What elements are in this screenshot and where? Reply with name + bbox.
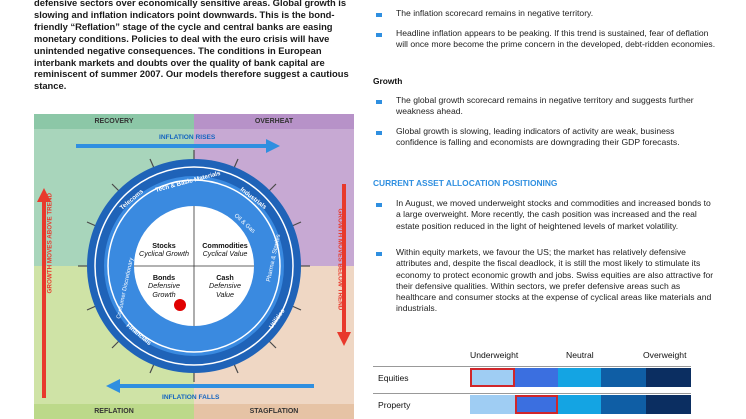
commodities-cell: Commodities Cyclical Value bbox=[196, 241, 254, 259]
growth-above-trend-label: GROWTH MOVES ABOVE TREND bbox=[46, 192, 54, 294]
stocks-cell: Stocks Cyclical Growth bbox=[136, 241, 192, 259]
investment-clock-diagram: RECOVERY OVERHEAT REFLATION STAGFLATION bbox=[34, 114, 354, 419]
growth-bullet-1: The global growth scorecard remains in n… bbox=[396, 95, 694, 117]
clock-graphic: Telecoms Tech & Basic Materials Industri… bbox=[37, 139, 351, 398]
bonds-subtitle-1: Defensive bbox=[148, 281, 180, 291]
position-segment bbox=[601, 395, 646, 414]
bullet-marker bbox=[376, 131, 382, 135]
position-segment bbox=[558, 395, 601, 414]
position-segment bbox=[558, 368, 601, 387]
overheat-label: OVERHEAT bbox=[194, 114, 354, 129]
allocation-bullet-2: Within equity markets, we favour the US;… bbox=[396, 247, 714, 314]
scale-neutral: Neutral bbox=[566, 350, 594, 360]
bullet-marker bbox=[376, 33, 382, 37]
stagflation-label: STAGFLATION bbox=[194, 404, 354, 419]
position-segment bbox=[646, 395, 691, 414]
stocks-subtitle: Cyclical Growth bbox=[139, 249, 189, 259]
reflation-label: REFLATION bbox=[34, 404, 194, 419]
intro-text-block: defensive sectors over economically sens… bbox=[34, 0, 364, 92]
bonds-cell: Bonds Defensive Growth bbox=[136, 273, 192, 299]
growth-bullet-2: Global growth is slowing, leading indica… bbox=[396, 126, 680, 148]
position-segment bbox=[601, 368, 646, 387]
inflation-bullet-1: The inflation scorecard remains in negat… bbox=[396, 8, 594, 18]
scale-underweight: Underweight bbox=[470, 350, 519, 360]
allocation-heading: CURRENT ASSET ALLOCATION POSITIONING bbox=[373, 178, 558, 188]
cash-cell: Cash Defensive Value bbox=[196, 273, 254, 299]
recovery-label: RECOVERY bbox=[34, 114, 194, 129]
bullet-marker bbox=[376, 13, 382, 17]
bonds-subtitle-2: Growth bbox=[152, 289, 176, 299]
allocation-bullet-1: In August, we moved underweight stocks a… bbox=[396, 198, 711, 231]
commodities-subtitle: Cyclical Value bbox=[202, 249, 248, 259]
growth-below-trend-label: GROWTH MOVES BELOW TREND bbox=[336, 208, 344, 311]
row-divider bbox=[373, 393, 691, 394]
scale-overweight: Overweight bbox=[643, 350, 687, 360]
position-segment bbox=[515, 395, 558, 414]
growth-heading: Growth bbox=[373, 76, 403, 86]
bonds-title: Bonds bbox=[152, 273, 176, 282]
row-label-property: Property bbox=[378, 400, 411, 410]
inflation-bullet-2: Headline inflation appears to be peaking… bbox=[396, 28, 716, 50]
intro-paragraph: defensive sectors over economically sens… bbox=[34, 0, 349, 92]
bullet-marker bbox=[376, 203, 382, 207]
current-position-marker bbox=[174, 299, 186, 311]
position-segment bbox=[515, 368, 558, 387]
row-label-equities: Equities bbox=[378, 373, 409, 383]
inflation-falls-label: INFLATION FALLS bbox=[162, 394, 220, 401]
cash-title: Cash bbox=[216, 273, 234, 282]
position-segment bbox=[470, 395, 515, 414]
gear-ticks bbox=[78, 150, 310, 382]
row-divider bbox=[373, 366, 691, 367]
cash-subtitle-2: Value bbox=[215, 289, 235, 299]
commodities-title: Commodities bbox=[202, 241, 248, 250]
cash-subtitle-1: Defensive bbox=[209, 281, 241, 291]
bullet-marker bbox=[376, 252, 382, 256]
position-segment bbox=[646, 368, 691, 387]
position-segment bbox=[470, 368, 515, 387]
bullet-marker bbox=[376, 100, 382, 104]
stocks-title: Stocks bbox=[152, 241, 176, 250]
inflation-rises-label: INFLATION RISES bbox=[159, 134, 216, 141]
